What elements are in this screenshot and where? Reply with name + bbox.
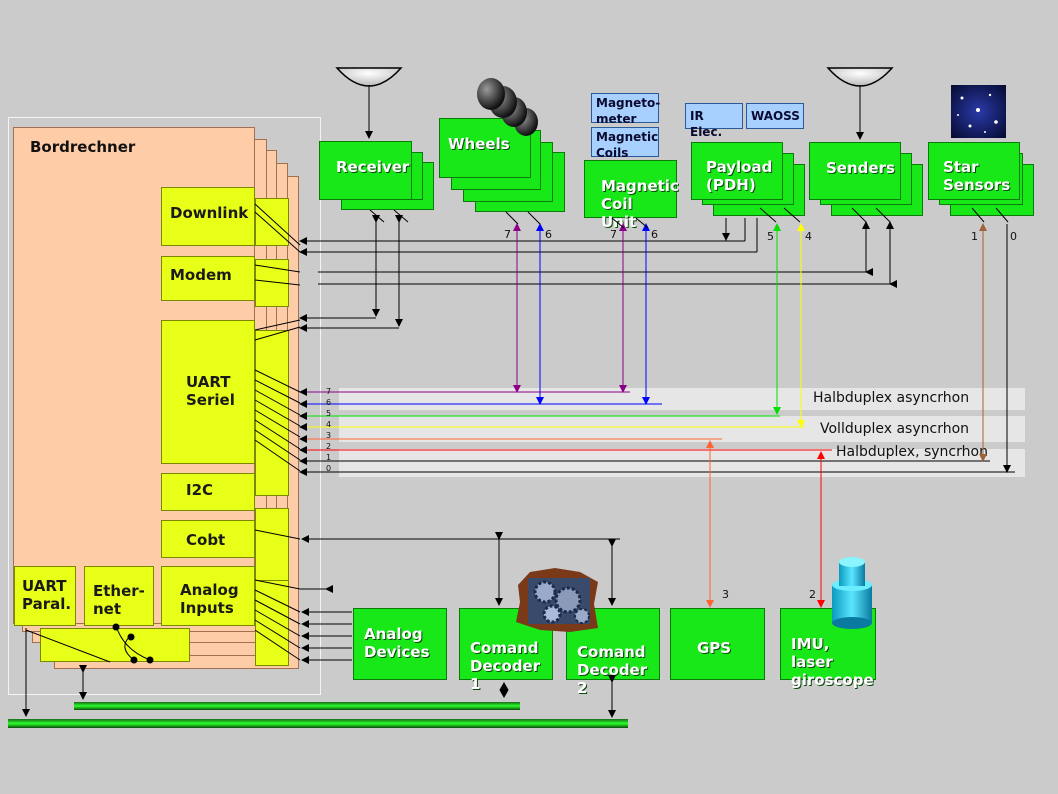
- line-number-label: 3: [722, 588, 729, 601]
- imu-cylinder-icon: [832, 557, 872, 629]
- port-number: 5: [326, 409, 332, 418]
- magnetometer-box: Magneto-meter: [591, 93, 660, 126]
- ethernet-module: Ether-net: [84, 566, 154, 626]
- magnetic-coil-unit: Magnetic Coil Unit: [584, 160, 679, 231]
- modem-module: Modem: [161, 256, 255, 301]
- star-field-icon: [951, 85, 1006, 138]
- bus-band-vollduplex-async: [339, 416, 1025, 442]
- reaction-wheel-icon: [477, 78, 538, 136]
- downlink-module: Downlink: [161, 187, 255, 246]
- port-number: 3: [326, 431, 332, 440]
- senders-unit: Senders: [809, 142, 901, 200]
- port-stubs: [254, 203, 301, 661]
- obc-title: Bordrechner: [30, 138, 136, 156]
- i2c-module: I2C: [161, 473, 255, 511]
- line-number-label: 4: [805, 230, 812, 243]
- analog-lines: [301, 608, 352, 664]
- line-number-label: 7: [504, 228, 511, 241]
- serial-bus-lines: [299, 388, 1015, 476]
- obc-frame: [8, 117, 321, 695]
- analog-devices-unit: Analog Devices: [353, 608, 447, 680]
- line-number-label: 0: [1010, 230, 1017, 243]
- port-number: 6: [326, 398, 332, 407]
- module-stack: [255, 198, 289, 246]
- gps-unit: GPS: [670, 608, 765, 680]
- line-number-label: 1: [971, 230, 978, 243]
- line-number-label: 6: [545, 228, 552, 241]
- gears-icon: [516, 568, 598, 632]
- line-number-label: 5: [767, 230, 774, 243]
- control-lines: [22, 215, 897, 718]
- network-cable-icon: [8, 702, 628, 728]
- cobt-module: Cobt: [161, 520, 255, 558]
- port-number: 2: [326, 442, 332, 451]
- bus-label-vollduplex-async: Vollduplex asyncrhon: [820, 421, 970, 437]
- uart-paral-module: UART Paral.: [14, 566, 76, 626]
- magnetic-coils-box: Magnetic Coils: [591, 127, 659, 160]
- receiver-unit: Receiver: [319, 141, 412, 200]
- line-number-label: 6: [651, 228, 658, 241]
- module-stack: [255, 580, 289, 666]
- ir-elec-box: IR Elec.: [685, 103, 743, 139]
- star-sensors-unit: Star Sensors: [928, 142, 1020, 200]
- uart-seriel-module: UART Seriel: [161, 320, 255, 464]
- unit-stubs: [369, 207, 1009, 229]
- port-number: 0: [326, 464, 332, 473]
- line-number-label: 2: [809, 588, 816, 601]
- payload-unit: Payload (PDH): [691, 142, 783, 200]
- bus-label-halbduplex-async: Halbduplex asyncrhon: [813, 390, 970, 406]
- waoss-box: WAOSS: [746, 103, 804, 129]
- line-number-label: 7: [610, 228, 617, 241]
- device-links: [513, 223, 1011, 608]
- bus-label-halbduplex-sync: Halbduplex, syncrhon: [836, 444, 988, 460]
- antenna-dish-icon: [826, 67, 894, 140]
- port-number: 4: [326, 420, 332, 429]
- antenna-dish-icon: [335, 67, 403, 139]
- port-number: 7: [326, 387, 332, 396]
- comand-decoder-1-unit: Comand Decoder 1: [459, 608, 553, 693]
- port-number: 1: [326, 453, 332, 462]
- analog-inputs-module: Analog Inputs: [161, 566, 255, 626]
- module-stack: [255, 508, 289, 594]
